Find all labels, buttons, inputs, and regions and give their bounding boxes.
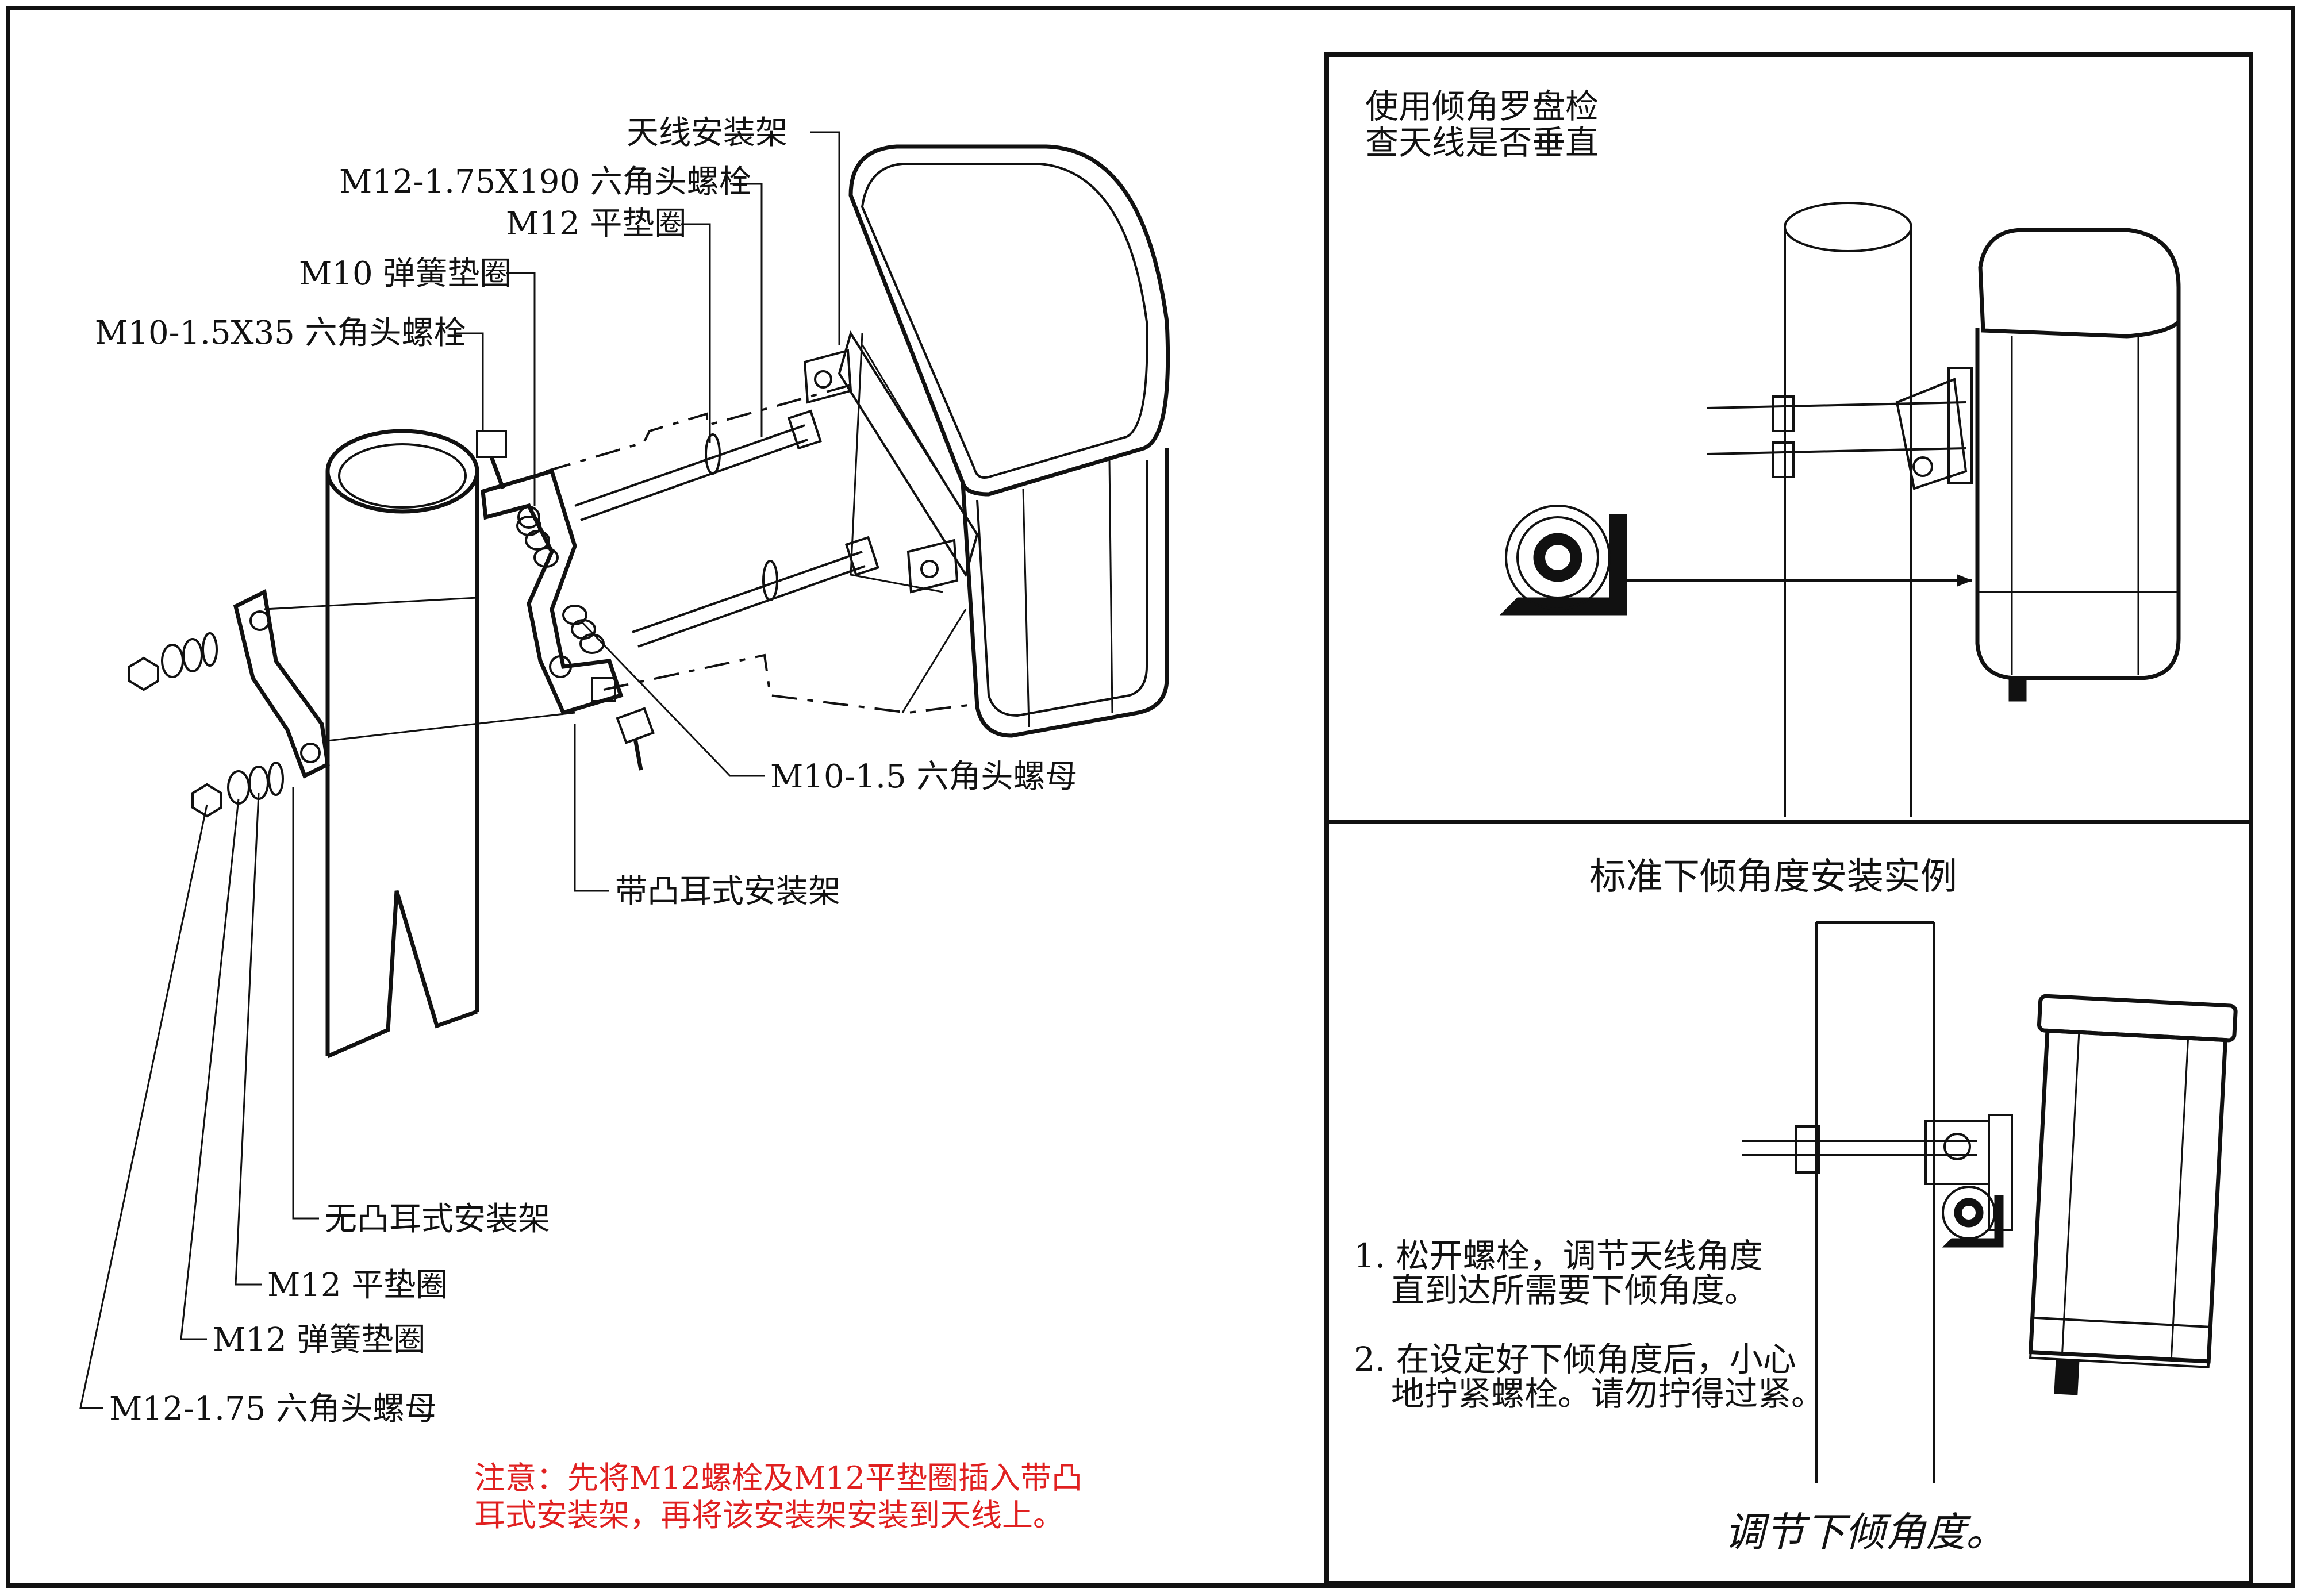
m10-hardware	[476, 430, 655, 771]
label-spring-washer-m12: M12 弹簧垫圈	[213, 1321, 425, 1359]
inclinometer-top	[1499, 505, 1627, 616]
label-washer-m12-bottom: M12 平垫圈	[267, 1267, 448, 1304]
downtilt-caption: 调节下倾角度。	[1724, 1509, 2006, 1556]
panel-frame	[1324, 52, 2253, 1586]
pole	[325, 429, 479, 1059]
downtilt-title: 标准下倾角度安装实例	[1589, 856, 1957, 898]
label-washer-m12-top: M12 平垫圈	[506, 205, 686, 243]
label-bolt-m10-35: M10-1.5X35 六角头螺栓	[95, 314, 466, 352]
plumb-text-1: 使用倾角罗盘检	[1365, 87, 1599, 126]
panel-downtilt: 标准下倾角度安装实例	[1354, 856, 2238, 1556]
leader-lines	[79, 131, 840, 1409]
note-line-1: 注意：先将M12螺栓及M12平垫圈插入带凸	[474, 1460, 1082, 1496]
exploded-assembly: 天线安装架 M12-1.75X190 六角头螺栓 M12 平垫圈 M10 弹簧垫…	[79, 114, 1170, 1533]
label-antenna-bracket: 天线安装架	[627, 114, 788, 152]
label-nut-m10: M10-1.5 六角头螺母	[770, 758, 1077, 795]
panel-plumb-check: 使用倾角罗盘检 查天线是否垂直	[1365, 87, 2181, 817]
nolug-bracket	[233, 589, 330, 779]
long-bolts	[574, 409, 879, 648]
label-nut-m12: M12-1.75 六角头螺母	[109, 1390, 437, 1428]
step2-line-1: 2. 在设定好下倾角度后，小心	[1354, 1340, 1796, 1379]
step1-line-2: 直到达所需要下倾角度。	[1391, 1271, 1758, 1310]
right-panels: 使用倾角罗盘检 查天线是否垂直	[1324, 52, 2253, 1586]
plumb-text-2: 查天线是否垂直	[1365, 123, 1599, 162]
assembly-axes	[264, 384, 978, 743]
note-line-2: 耳式安装架，再将该安装架安装到天线上。	[474, 1497, 1064, 1533]
lug-bracket	[481, 468, 624, 716]
label-lug-bracket: 带凸耳式安装架	[615, 873, 840, 910]
sheet-border	[6, 6, 2295, 1588]
label-nolug-bracket: 无凸耳式安装架	[325, 1201, 550, 1238]
step1-line-1: 1. 松开螺栓，调节天线角度	[1354, 1236, 1763, 1275]
label-bolt-m12-190: M12-1.75X190 六角头螺栓	[339, 163, 751, 201]
step2-line-2: 地拧紧螺栓。请勿拧得过紧。	[1391, 1374, 1824, 1413]
antenna-unit	[803, 144, 1170, 738]
label-spring-washer-m10: M10 弹簧垫圈	[299, 255, 512, 293]
m12-nuts-washers	[128, 632, 284, 818]
inclinometer-bottom	[1942, 1186, 2004, 1248]
